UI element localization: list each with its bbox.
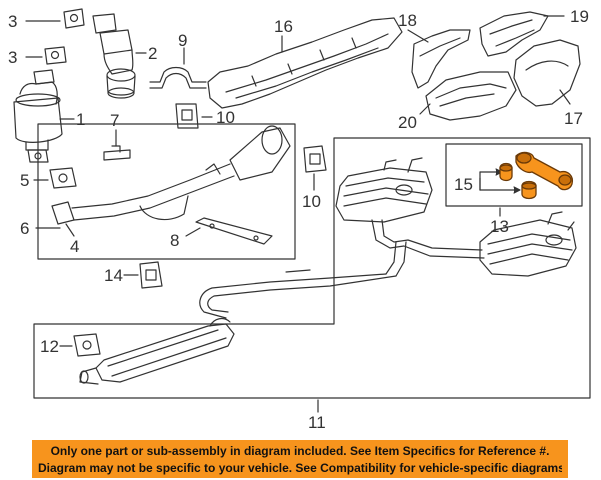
leader-15 (479, 168, 521, 194)
part-6-front-pipe (51, 125, 291, 225)
callout-20: 20 (398, 113, 417, 132)
part-7-fastener (103, 145, 131, 161)
leader-4 (65, 223, 75, 237)
callout-14: 14 (104, 266, 123, 285)
callout-2: 2 (148, 44, 157, 63)
leader-17 (559, 89, 571, 105)
part-3-gasket-mid (44, 46, 67, 65)
callout-13: 13 (490, 217, 509, 236)
callout-5: 5 (20, 171, 29, 190)
part-2-catalytic-converter (92, 13, 136, 99)
part-8-support-bracket (195, 217, 273, 245)
callout-3b: 3 (8, 48, 17, 67)
part-10-hanger-mid (303, 145, 327, 173)
part-17-heat-shield (513, 39, 581, 107)
callout-8: 8 (170, 231, 179, 250)
callout-3a: 3 (8, 12, 17, 31)
leader-8 (185, 227, 201, 237)
disclaimer-line-2: Diagram may not be specific to your vehi… (38, 461, 562, 475)
disclaimer-banner: Only one part or sub-assembly in diagram… (32, 440, 568, 478)
callout-4: 4 (70, 237, 79, 256)
part-15-exhaust-hanger-highlighted (499, 151, 574, 200)
part-3-gasket-top (63, 8, 85, 29)
part-12-gasket (73, 333, 101, 357)
part-11-exhaust-system (79, 157, 577, 385)
part-18-heat-shield (411, 29, 471, 89)
leader-18 (407, 29, 429, 43)
callout-7: 7 (110, 111, 119, 130)
callout-10b: 10 (302, 192, 321, 211)
callout-12: 12 (40, 337, 59, 356)
part-13-box (445, 143, 583, 207)
subassembly-box-left (37, 123, 296, 260)
part-19-heat-shield (479, 11, 549, 57)
callout-9: 9 (178, 31, 187, 50)
callout-11: 11 (308, 413, 326, 432)
part-14-hanger (139, 261, 163, 289)
part-5-gasket (49, 167, 77, 189)
callout-15: 15 (454, 175, 473, 194)
callout-10a: 10 (216, 108, 235, 127)
callout-18: 18 (398, 11, 417, 30)
part-16-heat-shield (207, 17, 403, 109)
disclaimer-line-1: Only one part or sub-assembly in diagram… (50, 444, 550, 458)
part-10-hanger-top (175, 103, 199, 129)
callout-1: 1 (76, 110, 85, 129)
callout-labels: 1 2 3 3 4 5 6 7 8 9 10 10 11 12 13 14 15… (8, 7, 589, 432)
part-9-bracket (149, 66, 207, 89)
leader-20 (419, 103, 431, 115)
callout-16: 16 (274, 17, 293, 36)
callout-17: 17 (564, 109, 583, 128)
part-20-heat-shield (425, 71, 517, 121)
subassembly-box-main (33, 137, 591, 399)
callout-19: 19 (570, 7, 589, 26)
callout-6: 6 (20, 219, 29, 238)
